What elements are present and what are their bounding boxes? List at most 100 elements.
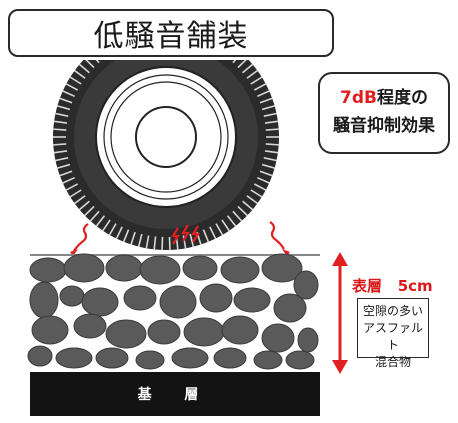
stone bbox=[135, 350, 165, 370]
noise-wave-right bbox=[269, 221, 290, 256]
tread-groove bbox=[226, 215, 237, 227]
tread-groove bbox=[203, 32, 208, 44]
stone bbox=[147, 319, 181, 345]
tread-groove bbox=[65, 83, 79, 91]
tread-groove bbox=[237, 205, 248, 217]
stone bbox=[182, 255, 218, 281]
tread-groove bbox=[250, 76, 263, 85]
tread-groove bbox=[257, 90, 270, 98]
stone bbox=[261, 323, 295, 353]
tread-groove bbox=[116, 35, 122, 47]
stone bbox=[199, 283, 233, 313]
tread-groove bbox=[263, 157, 277, 162]
noise-wave-center bbox=[171, 224, 200, 245]
stone bbox=[105, 319, 147, 349]
noise-wave-left bbox=[70, 223, 89, 256]
tread-groove bbox=[74, 69, 86, 79]
stone bbox=[297, 327, 319, 353]
base-layer: 基 層 bbox=[30, 372, 320, 416]
tread-groove bbox=[176, 25, 177, 38]
tread-groove bbox=[69, 189, 82, 198]
stone bbox=[233, 287, 271, 313]
tread-groove bbox=[102, 219, 111, 232]
surface-layer-label: 表層 5cm bbox=[352, 275, 433, 296]
stone bbox=[95, 347, 129, 369]
tread-groove bbox=[228, 48, 236, 58]
effect-db: 7dB bbox=[340, 88, 377, 108]
surface-layer-name: 表層 bbox=[352, 277, 383, 295]
title-text: 低騒音舗装 bbox=[93, 19, 249, 54]
tread-groove bbox=[53, 143, 67, 146]
thickness-arrow bbox=[332, 252, 348, 374]
stone bbox=[273, 293, 307, 323]
aggregate-stones bbox=[27, 253, 319, 370]
tread-groove bbox=[259, 97, 273, 104]
stone bbox=[253, 350, 283, 370]
tread-groove bbox=[59, 97, 73, 104]
tread-groove bbox=[232, 60, 237, 64]
tread-groove bbox=[246, 69, 258, 79]
tread-groove bbox=[139, 27, 142, 40]
tread-groove bbox=[53, 150, 68, 154]
stone bbox=[293, 270, 319, 300]
tread-groove bbox=[85, 60, 95, 69]
tread-groove bbox=[242, 63, 254, 74]
tread-groove bbox=[189, 233, 195, 247]
stone bbox=[123, 285, 157, 311]
base-layer-label: 基 層 bbox=[137, 387, 213, 403]
tread-groove bbox=[221, 219, 230, 232]
tread-groove bbox=[253, 83, 267, 91]
tread-groove bbox=[124, 32, 129, 44]
tread-groove bbox=[62, 176, 75, 184]
surface-layer-thickness: 5cm bbox=[397, 277, 433, 295]
tread-groove bbox=[89, 210, 100, 222]
tread-groove bbox=[84, 205, 95, 217]
tread-groove bbox=[264, 120, 279, 124]
tire-treads bbox=[53, 25, 279, 250]
tread-groove bbox=[237, 60, 247, 69]
tread-groove bbox=[65, 183, 79, 191]
tread-groove bbox=[74, 195, 86, 205]
tread-groove bbox=[210, 35, 216, 47]
stone bbox=[27, 345, 53, 367]
tread-groove bbox=[96, 48, 104, 58]
tread-groove bbox=[222, 43, 229, 54]
tread-groove bbox=[122, 229, 130, 243]
tread-groove bbox=[216, 39, 223, 50]
tread-groove bbox=[197, 30, 201, 42]
stone bbox=[105, 254, 143, 282]
tire bbox=[53, 25, 279, 250]
stone bbox=[285, 350, 315, 370]
tread-groove bbox=[95, 60, 100, 64]
tread-groove bbox=[232, 210, 243, 222]
tread-groove bbox=[261, 105, 275, 111]
stone bbox=[29, 281, 59, 319]
tread-groove bbox=[265, 143, 279, 146]
stone bbox=[63, 253, 105, 283]
stone bbox=[159, 285, 197, 319]
stone bbox=[261, 253, 303, 283]
effect-line1: 程度の bbox=[376, 88, 428, 108]
tread-groove bbox=[95, 215, 106, 227]
tread-groove bbox=[131, 30, 135, 42]
tread-groove bbox=[190, 27, 193, 40]
tread-groove bbox=[182, 235, 187, 249]
tread-groove bbox=[146, 26, 148, 39]
tread-groove bbox=[53, 120, 68, 124]
stone bbox=[59, 285, 85, 307]
stone bbox=[171, 347, 209, 369]
effect-callout: 7dB程度の 騒音抑制効果 bbox=[318, 72, 450, 154]
tread-groove bbox=[183, 26, 185, 39]
tread-groove bbox=[78, 200, 90, 211]
mix-line-1: 空隙の多い bbox=[362, 304, 423, 318]
tread-groove bbox=[57, 105, 71, 111]
tread-groove bbox=[108, 223, 117, 236]
stone bbox=[183, 317, 225, 347]
effect-line2: 騒音抑制効果 bbox=[333, 116, 435, 136]
tread-groove bbox=[264, 150, 279, 154]
mix-line-2: アスファルト bbox=[362, 321, 423, 352]
tread-groove bbox=[137, 233, 143, 247]
stone bbox=[29, 257, 67, 283]
stone bbox=[55, 347, 93, 369]
